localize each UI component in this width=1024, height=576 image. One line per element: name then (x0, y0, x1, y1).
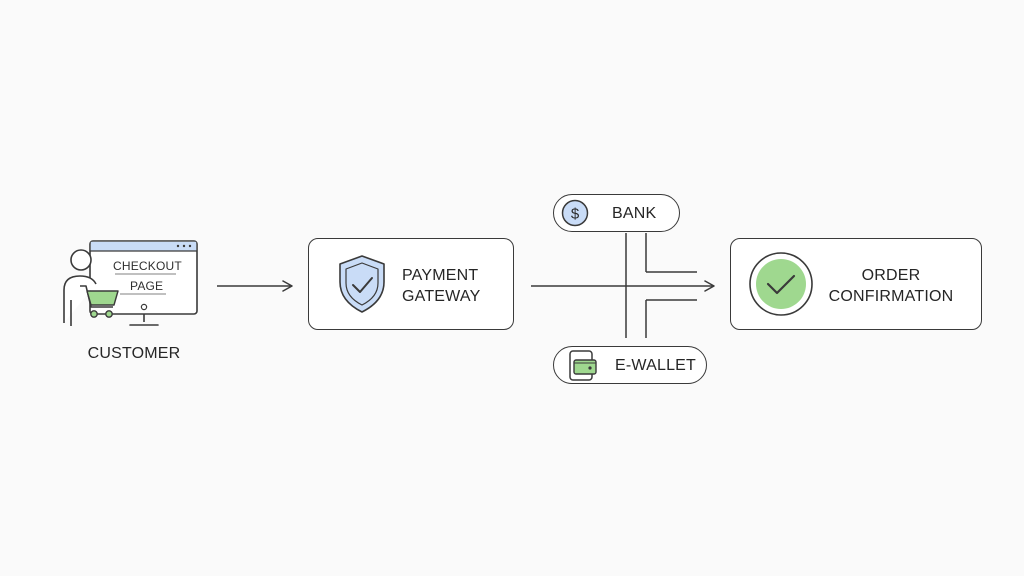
wallet-phone-icon (569, 350, 597, 381)
bank-label: BANK (612, 205, 657, 222)
checkout-page-line2: PAGE (130, 279, 164, 293)
ewallet-label: E-WALLET (615, 357, 697, 374)
dollar-coin-icon: $ (561, 199, 589, 227)
order-confirmation-node: ORDER CONFIRMATION (730, 238, 982, 330)
order-confirmation-label-line1: ORDER (861, 267, 921, 284)
svg-text:$: $ (571, 206, 580, 223)
shield-check-icon (339, 255, 385, 313)
order-confirmation-label-line2: CONFIRMATION (828, 288, 954, 305)
checkout-page-line1: CHECKOUT (113, 259, 182, 273)
payment-gateway-label-line1: PAYMENT (402, 267, 479, 284)
bank-node: $ BANK (553, 194, 680, 232)
ewallet-node: E-WALLET (553, 346, 707, 384)
payment-gateway-label-line2: GATEWAY (402, 288, 481, 305)
customer-label: CUSTOMER (87, 345, 181, 362)
payment-gateway-node: PAYMENT GATEWAY (308, 238, 514, 330)
check-circle-icon (749, 252, 813, 316)
customer-icon (63, 240, 198, 326)
